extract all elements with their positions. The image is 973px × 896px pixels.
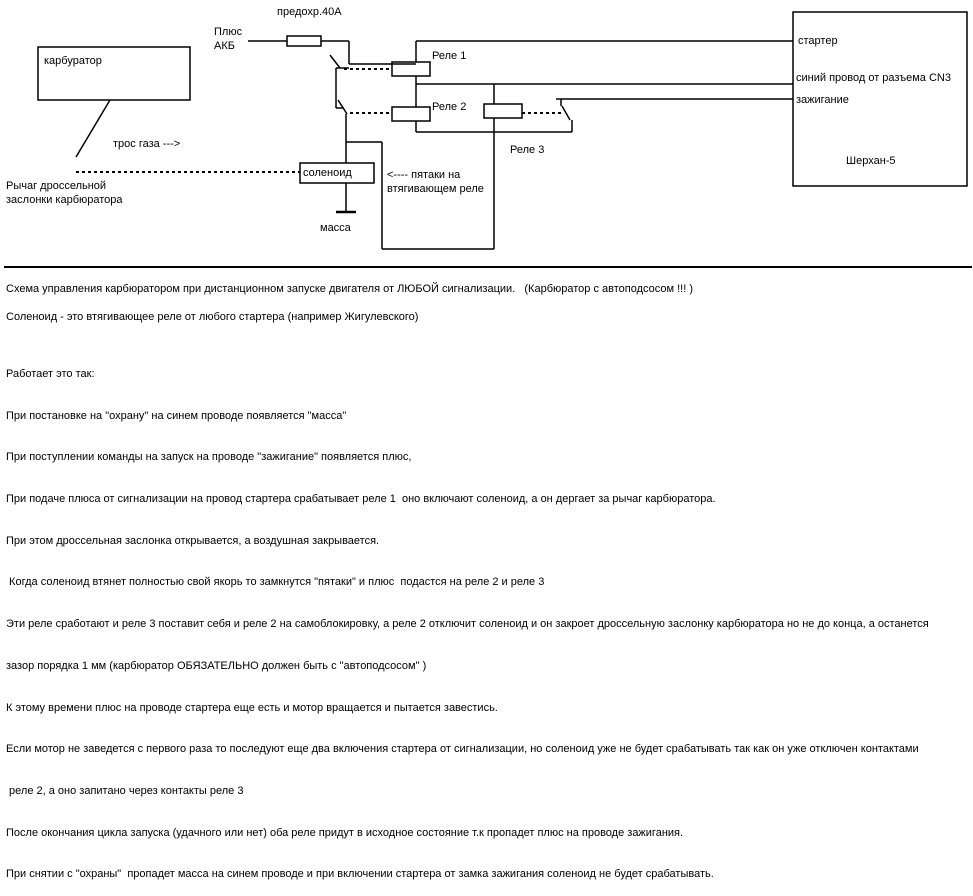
contacts-label-1: <---- пятаки на <box>387 169 461 181</box>
alarm-label: Шерхан-5 <box>846 155 896 167</box>
throttle-cable-label: трос газа ---> <box>113 138 180 150</box>
text-line: реле 2, а оно запитано через контакты ре… <box>6 785 244 797</box>
text-line: При этом дроссельная заслонка открываетс… <box>6 534 380 547</box>
ignition-label: зажигание <box>796 94 849 106</box>
throttle-lever-label-2: заслонки карбюратора <box>6 194 123 206</box>
title: Схема управления карбюратором при дистан… <box>6 283 694 295</box>
text-line: Когда соленоид втянет полностью свой яко… <box>6 576 545 589</box>
text-line: При постановке на "охрану" на синем пров… <box>6 409 347 422</box>
starter-label: стартер <box>798 35 838 47</box>
relay3-label: Реле 3 <box>510 144 544 156</box>
contacts-label-2: втягивающем реле <box>387 183 484 195</box>
carburetor-box <box>37 46 191 101</box>
fuse-symbol <box>286 35 322 47</box>
text-line: Эти реле сработают и реле 3 поставит себ… <box>6 618 929 631</box>
battery-label-2: АКБ <box>214 40 235 52</box>
fuse-label: предохр.40А <box>277 6 342 18</box>
how-it-works: Работает это так: При постановке на "охр… <box>6 340 929 896</box>
relay1-coil <box>391 61 431 77</box>
divider <box>4 266 972 268</box>
ground-label: масса <box>320 222 352 234</box>
carburetor-label: карбуратор <box>44 55 102 67</box>
text-line: При снятии с "охраны" пропадет масса на … <box>6 868 714 881</box>
battery-label-1: Плюс <box>214 26 243 38</box>
solenoid-note: Соленоид - это втягивающее реле от любог… <box>6 311 419 323</box>
text-line: Работает это так: <box>6 367 95 380</box>
wiring-diagram: карбуратор трос газа ---> Рычаг дроссель… <box>6 6 968 250</box>
throttle-lever <box>75 99 111 158</box>
blue-wire-label: синий провод от разъема CN3 <box>796 72 951 84</box>
alarm-box <box>792 11 968 187</box>
text-line: зазор порядка 1 мм (карбюратор ОБЯЗАТЕЛЬ… <box>6 659 427 672</box>
text-line: К этому времени плюс на проводе стартера… <box>6 701 498 714</box>
relay1-label: Реле 1 <box>432 50 466 62</box>
text-line: Если мотор не заведется с первого раза т… <box>6 743 919 756</box>
relay3-coil <box>483 103 523 119</box>
text-line: При поступлении команды на запуск на про… <box>6 451 412 464</box>
text-line: После окончания цикла запуска (удачного … <box>6 826 684 839</box>
text-line: При подаче плюса от сигнализации на пров… <box>6 492 716 505</box>
relay2-coil <box>391 106 431 122</box>
solenoid-label: соленоид <box>303 167 352 179</box>
relay2-label: Реле 2 <box>432 101 466 113</box>
throttle-lever-label-1: Рычаг дроссельной <box>6 180 106 192</box>
solenoid-box <box>299 162 375 184</box>
